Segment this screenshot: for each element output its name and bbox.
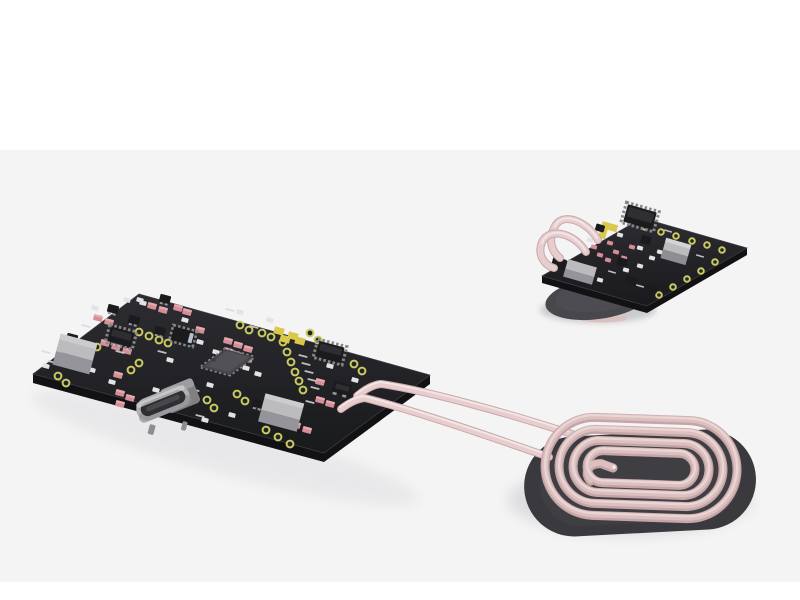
soic-ic-right <box>311 337 349 367</box>
receiver-smd-passives <box>570 223 705 294</box>
receiver-assembly <box>536 200 748 323</box>
usb-c-tongue <box>146 394 180 412</box>
small-ic-222 <box>167 323 199 349</box>
soic-ic-left <box>103 322 139 352</box>
feed-wire-1 <box>354 380 575 437</box>
receiver-shielded-module <box>660 237 692 266</box>
receiver-pcb-side <box>542 248 747 313</box>
connector-leg <box>181 421 188 431</box>
receiver-coil-lead-loops <box>536 215 602 272</box>
power-inductor-right <box>258 393 305 432</box>
charging-coil-assembly <box>337 379 756 537</box>
transmitter-shadow <box>31 390 419 506</box>
ic-label-mark <box>187 332 194 344</box>
receiver-pcb-top <box>541 217 748 307</box>
sot-ic-right <box>331 381 353 398</box>
usb-c-connector <box>136 378 201 423</box>
transmitter-assembly <box>31 293 431 506</box>
receiver-top-ic <box>618 200 662 234</box>
main-controller-ic <box>197 347 258 377</box>
coil-wire-tip <box>612 465 616 469</box>
connector-leg <box>147 424 156 435</box>
power-inductor-left <box>52 333 98 375</box>
coil-windings <box>540 412 742 524</box>
coil-feed-wires <box>337 379 576 461</box>
pin1-dot <box>212 358 216 362</box>
feed-wire-2 <box>338 394 552 460</box>
receiver-inductor <box>563 259 597 285</box>
